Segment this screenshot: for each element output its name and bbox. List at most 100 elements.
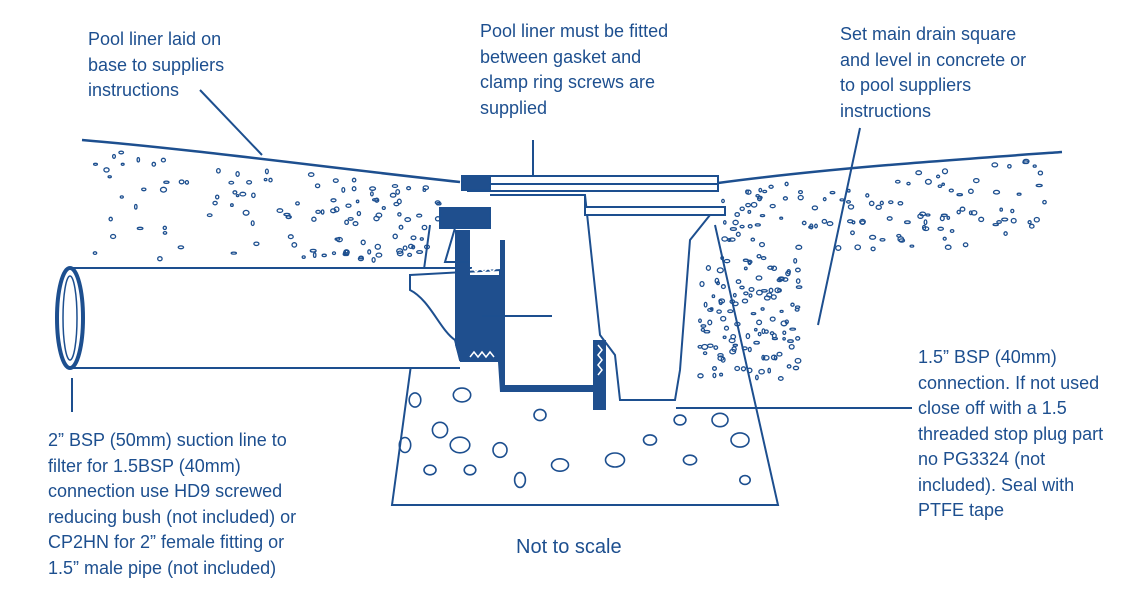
sand-grain bbox=[745, 202, 752, 208]
sand-grain bbox=[794, 307, 800, 312]
sand-grain bbox=[711, 366, 718, 371]
sand-grain bbox=[1010, 217, 1017, 224]
sand-grain bbox=[757, 331, 762, 337]
sand-grain bbox=[767, 265, 775, 270]
sand-grain bbox=[748, 293, 753, 298]
sand-grain bbox=[212, 200, 218, 206]
sand-grain bbox=[978, 216, 985, 223]
sand-grain bbox=[782, 196, 789, 201]
sand-grain bbox=[320, 209, 325, 215]
sand-grain bbox=[1001, 217, 1009, 222]
sand-grain bbox=[777, 276, 785, 282]
annotation-suction-line: 2” BSP (50mm) suction line to filter for… bbox=[48, 428, 296, 581]
sand-grain bbox=[391, 183, 399, 189]
sand-grain bbox=[309, 248, 317, 253]
sand-grain bbox=[992, 222, 999, 227]
sand-grain bbox=[344, 219, 350, 226]
sand-grain bbox=[301, 255, 306, 259]
sand-grain bbox=[162, 225, 168, 231]
annotation-line: to pool suppliers bbox=[840, 75, 972, 95]
sand-grain bbox=[794, 267, 801, 273]
sand-grain bbox=[754, 374, 759, 381]
sand-grain bbox=[865, 193, 870, 198]
sand-grain bbox=[1042, 199, 1047, 205]
sand-grain bbox=[768, 184, 774, 189]
sand-grain bbox=[1016, 192, 1022, 196]
sand-grain bbox=[854, 244, 862, 251]
sand-grain bbox=[347, 216, 354, 221]
sand-grain bbox=[434, 200, 441, 205]
leader-lines bbox=[71, 89, 912, 412]
sand-grain bbox=[785, 270, 791, 277]
sand-grain bbox=[375, 252, 383, 258]
sand-grain bbox=[801, 220, 807, 226]
sand-grain bbox=[917, 213, 924, 219]
sand-grain bbox=[718, 298, 726, 304]
sand-grain bbox=[283, 212, 291, 217]
sand-grain bbox=[939, 215, 945, 222]
sand-grain bbox=[1032, 164, 1037, 168]
sand-grain bbox=[312, 252, 317, 259]
annotation-liner-gasket: Pool liner must be fitted between gasket… bbox=[480, 19, 668, 121]
sand-grain bbox=[720, 284, 726, 290]
sand-grain bbox=[103, 167, 110, 173]
sand-grain bbox=[367, 249, 372, 255]
annotation-line: clamp ring screws are bbox=[480, 72, 656, 92]
sand-grain bbox=[743, 266, 748, 271]
sand-grain bbox=[315, 209, 321, 215]
sand-grain bbox=[416, 213, 423, 218]
sand-grain bbox=[723, 325, 730, 331]
sand-grain bbox=[821, 218, 828, 224]
sand-grain bbox=[291, 242, 298, 248]
sand-grain bbox=[1033, 216, 1040, 223]
sand-grain bbox=[784, 319, 789, 325]
sand-grain bbox=[992, 189, 1001, 195]
sand-grain bbox=[720, 315, 727, 322]
sand-grain bbox=[178, 179, 185, 185]
sand-grain bbox=[723, 258, 731, 264]
aggregate-stone bbox=[711, 412, 729, 428]
sand-grain bbox=[762, 189, 768, 194]
sand-grain bbox=[794, 305, 801, 309]
annotation-line: CP2HN for 2” female fitting or bbox=[48, 532, 285, 552]
sand-grain bbox=[789, 327, 797, 331]
sand-grain bbox=[949, 228, 955, 234]
sand-grain bbox=[332, 178, 339, 183]
sand-grain bbox=[795, 336, 801, 341]
sand-grain bbox=[92, 162, 99, 166]
sand-grain bbox=[762, 354, 770, 361]
sand-grain bbox=[141, 187, 147, 192]
annotation-line: 1.5” BSP (40mm) bbox=[918, 347, 1057, 367]
aggregate-stone bbox=[449, 436, 471, 454]
sand-grain bbox=[766, 292, 773, 298]
sand-grain bbox=[773, 355, 778, 361]
sand-grain bbox=[747, 209, 752, 214]
aggregate-stone bbox=[492, 441, 508, 459]
sand-grain bbox=[716, 267, 724, 274]
sand-grain bbox=[755, 275, 763, 281]
sand-grain bbox=[133, 203, 138, 210]
sand-grain bbox=[118, 150, 125, 155]
sand-grain bbox=[782, 336, 786, 341]
sand-grain bbox=[228, 180, 235, 185]
clamp-ring bbox=[439, 175, 726, 229]
sand-texture bbox=[92, 150, 1047, 381]
sand-grain bbox=[790, 302, 795, 307]
annotation-line: between gasket and bbox=[480, 46, 642, 67]
sand-grain bbox=[717, 352, 724, 358]
sand-grain bbox=[903, 220, 911, 225]
sand-grain bbox=[360, 239, 366, 246]
aggregate-stone bbox=[423, 464, 437, 476]
sand-grain bbox=[809, 223, 814, 230]
sand-grain bbox=[793, 257, 798, 264]
aggregate-stone bbox=[431, 421, 449, 439]
sand-grain bbox=[788, 343, 795, 350]
sand-grain bbox=[119, 195, 124, 199]
sand-grain bbox=[419, 237, 424, 241]
sand-grain bbox=[422, 187, 427, 193]
sand-grain bbox=[729, 348, 737, 355]
sand-grain bbox=[355, 199, 360, 204]
sand-grain bbox=[750, 201, 758, 208]
sand-grain bbox=[768, 287, 774, 294]
